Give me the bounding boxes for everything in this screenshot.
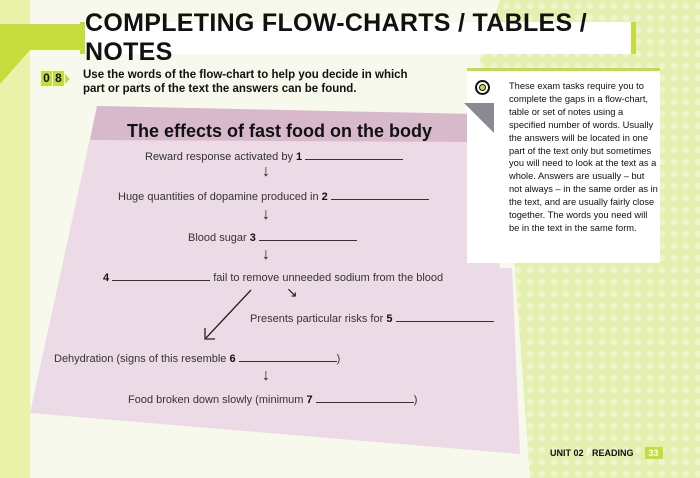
answer-blank-3[interactable] bbox=[258, 232, 357, 241]
title-accent-triangle bbox=[0, 50, 30, 84]
arrow-diagonal-icon: ↘ bbox=[286, 284, 298, 300]
flow-step-4: 4 fail to remove unneeded sodium from th… bbox=[103, 272, 444, 284]
tip-corner-decor bbox=[464, 103, 494, 133]
target-icon bbox=[475, 80, 490, 95]
exercise-instruction: Use the words of the flow-chart to help … bbox=[83, 69, 408, 95]
arrow-down-icon: ↓ bbox=[262, 367, 270, 384]
flow-step-1: Reward response activated by 1 bbox=[145, 151, 404, 163]
answer-blank-5[interactable] bbox=[395, 313, 494, 322]
flow-step-7: Food broken down slowly (minimum 7 ) bbox=[128, 394, 418, 406]
unit-label: UNIT 02 bbox=[550, 448, 584, 458]
answer-blank-6[interactable] bbox=[238, 353, 337, 362]
page-footer: UNIT 02 / READING 33 bbox=[550, 447, 663, 459]
tip-text: These exam tasks require you to complete… bbox=[509, 81, 658, 233]
answer-blank-4[interactable] bbox=[112, 272, 211, 281]
play-arrow-icon bbox=[65, 74, 70, 84]
page-title-text: COMPLETING FLOW-CHARTS / TABLES / NOTES bbox=[85, 9, 587, 66]
page-number: 33 bbox=[644, 447, 663, 459]
flow-step-5: Presents particular risks for 5 bbox=[250, 313, 494, 325]
page-title: COMPLETING FLOW-CHARTS / TABLES / NOTES bbox=[80, 9, 636, 66]
answer-blank-1[interactable] bbox=[305, 151, 404, 160]
flow-step-6: Dehydration (signs of this resemble 6 ) bbox=[54, 353, 341, 365]
arrow-down-icon: ↓ bbox=[262, 163, 270, 180]
section-label: READING bbox=[592, 448, 634, 458]
flow-step-3: Blood sugar 3 bbox=[188, 232, 357, 244]
answer-blank-2[interactable] bbox=[330, 191, 429, 200]
exam-tip-box: These exam tasks require you to complete… bbox=[464, 68, 660, 263]
title-accent bbox=[0, 24, 84, 50]
arrow-down-left-icon bbox=[204, 289, 252, 340]
flow-step-2: Huge quantities of dopamine produced in … bbox=[118, 191, 429, 203]
separator: / bbox=[586, 448, 590, 458]
arrow-down-icon: ↓ bbox=[262, 206, 270, 223]
flowchart-title: The effects of fast food on the body bbox=[127, 121, 432, 141]
answer-blank-7[interactable] bbox=[315, 394, 414, 403]
digit: 0 bbox=[41, 71, 52, 86]
arrow-down-icon: ↓ bbox=[262, 246, 270, 263]
digit: 8 bbox=[53, 71, 64, 86]
